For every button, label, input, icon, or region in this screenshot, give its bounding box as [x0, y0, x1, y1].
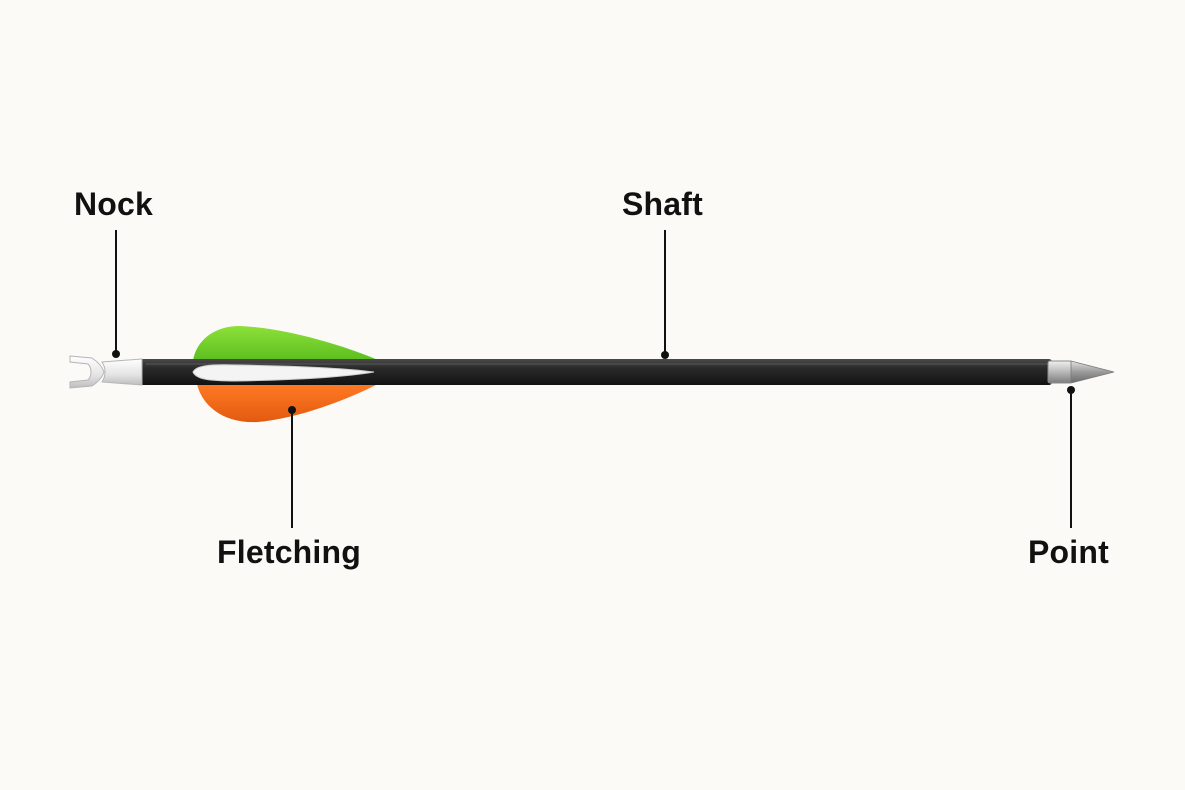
point-tip: [1070, 360, 1115, 384]
arrow-shaft: [140, 359, 1052, 385]
leader-point: [1067, 386, 1075, 528]
label-shaft: Shaft: [622, 186, 703, 222]
nock-piece: [69, 355, 105, 389]
label-fletching: Fletching: [217, 534, 362, 570]
point-ferrule: [1047, 360, 1073, 384]
leader-fletching: [288, 406, 296, 528]
fletching-vane-bottom: [197, 384, 378, 423]
label-point: Point: [1028, 534, 1109, 570]
fletching-vane-top: [193, 326, 378, 360]
fletching-cock-vane: [192, 364, 375, 382]
leader-shaft: [661, 230, 669, 359]
label-nock: Nock: [74, 186, 154, 222]
leader-nock: [112, 230, 120, 358]
nock-collar: [101, 358, 143, 386]
